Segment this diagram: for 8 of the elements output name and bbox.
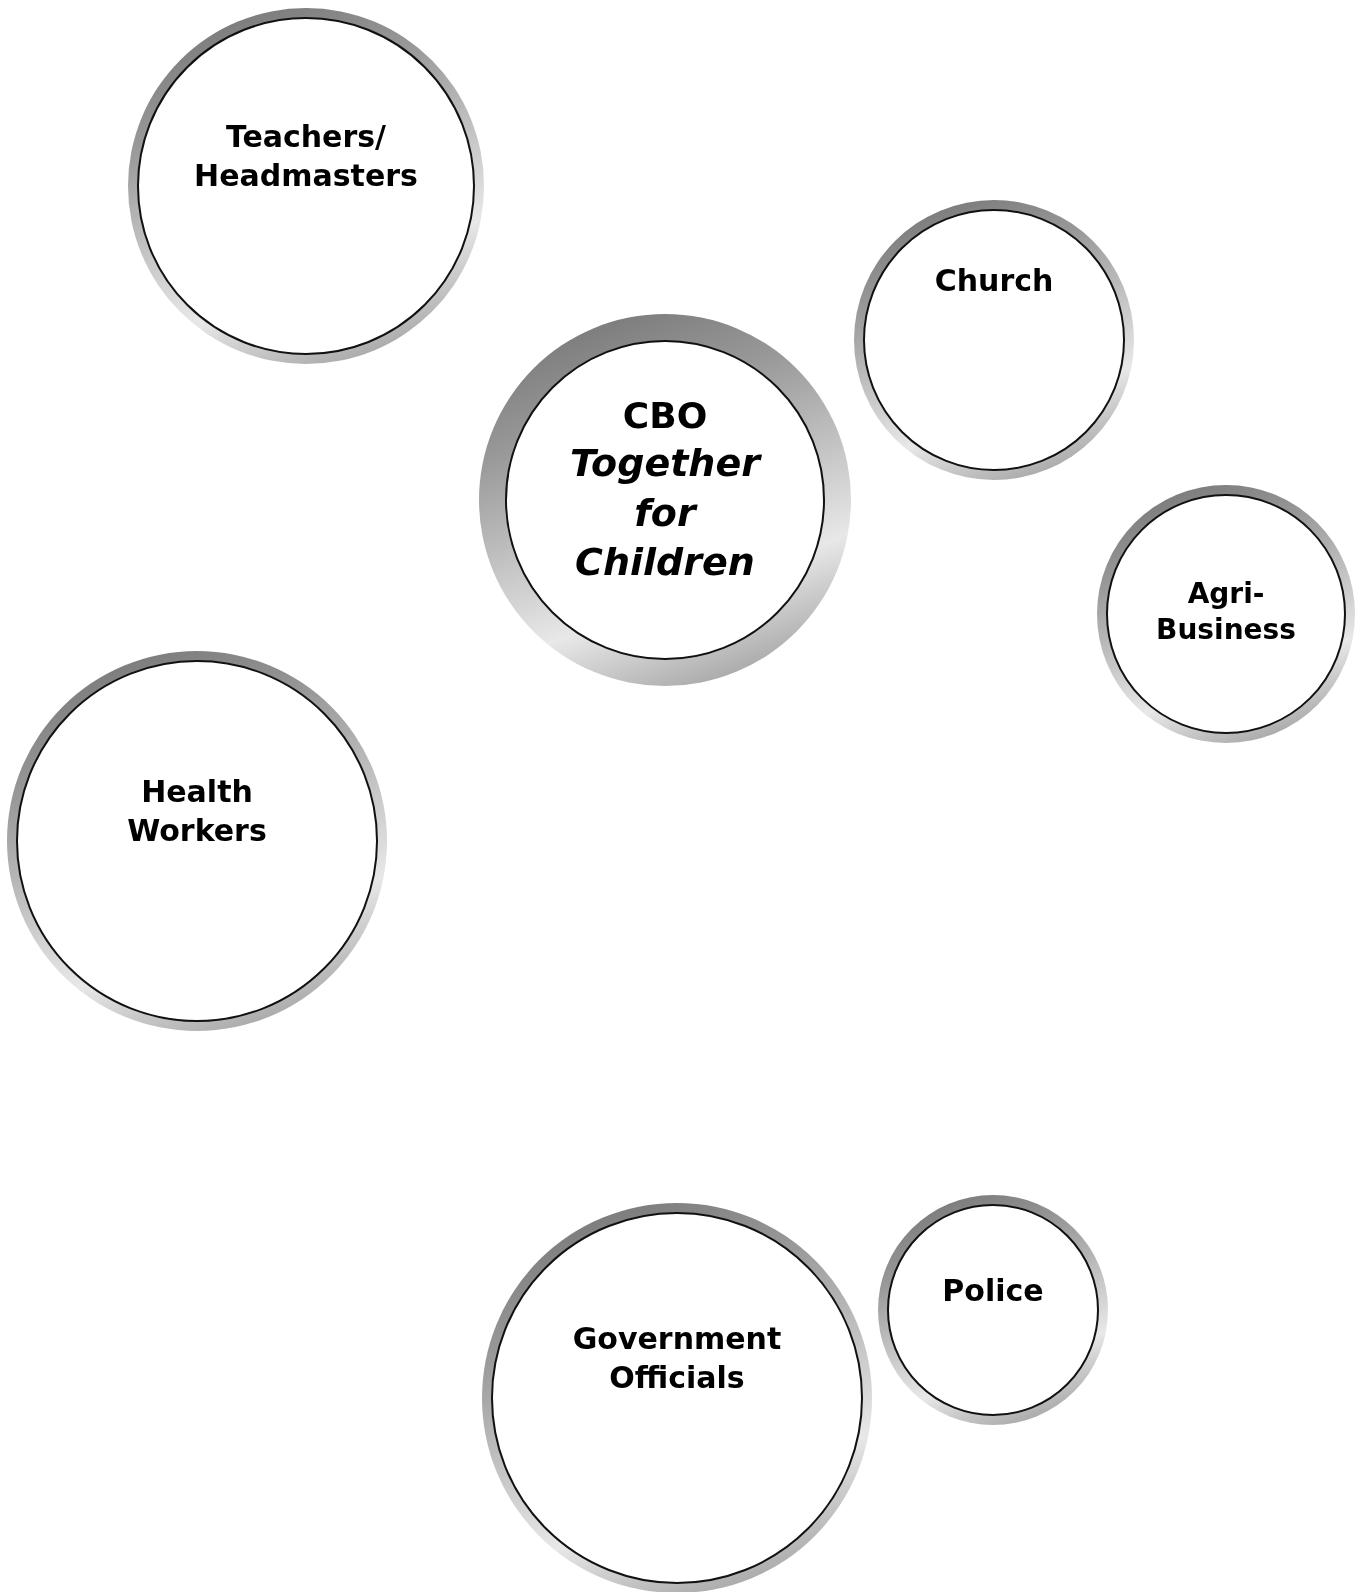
node-subtitle: Together for Children	[569, 440, 763, 587]
node-label: Church	[934, 261, 1054, 300]
node-label: Government Officials	[571, 1320, 783, 1397]
node-label: Police	[942, 1271, 1044, 1310]
node-label: CBO	[621, 393, 709, 438]
node-label: Health Workers	[126, 773, 268, 850]
node-label: Teachers/ Headmasters	[193, 118, 419, 195]
node-label: Agri-Business	[1155, 575, 1297, 648]
